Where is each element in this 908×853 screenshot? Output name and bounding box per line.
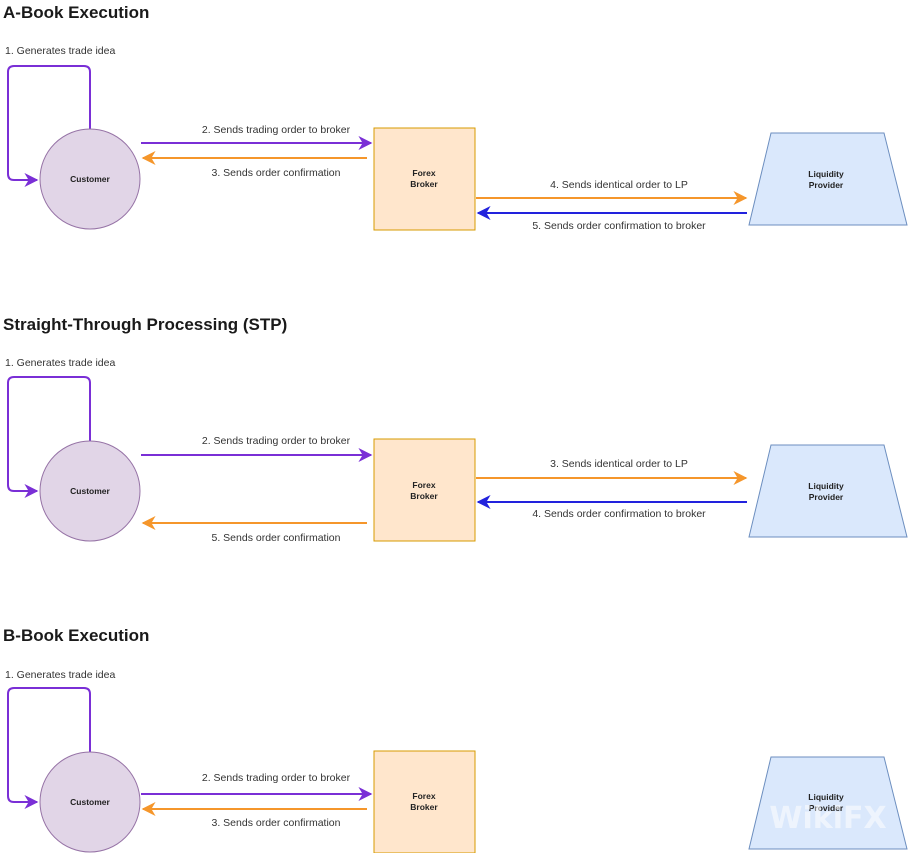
section-title: A-Book Execution [3, 3, 149, 22]
order-to-broker-label: 2. Sends trading order to broker [202, 772, 351, 784]
customer-node [39, 751, 141, 853]
section-title: B-Book Execution [3, 626, 149, 645]
section-title: Straight-Through Processing (STP) [3, 315, 287, 334]
order-to-broker-label: 2. Sends trading order to broker [202, 124, 351, 136]
broker-label-line2: Broker [410, 179, 438, 189]
loop-label: 1. Generates trade idea [5, 669, 115, 681]
loop-label: 1. Generates trade idea [5, 45, 115, 57]
liquidity-provider-node [748, 444, 908, 538]
confirmation-to-customer-label: 3. Sends order confirmation [212, 167, 341, 179]
section-stp: Straight-Through Processing (STP) 1. Gen… [3, 315, 908, 544]
lp-label-line2: Provider [809, 492, 844, 502]
lp-label-line1: Liquidity [808, 481, 844, 491]
confirmation-to-customer-label: 3. Sends order confirmation [212, 817, 341, 829]
lp-confirmation-label: 5. Sends order confirmation to broker [532, 220, 706, 232]
customer-label: Customer [70, 797, 110, 807]
broker-node [373, 438, 476, 542]
loop-arrow [7, 687, 91, 809]
liquidity-provider-node [748, 756, 908, 850]
loop-label: 1. Generates trade idea [5, 357, 115, 369]
broker-label-line1: Forex [412, 168, 435, 178]
order-to-broker-label: 2. Sends trading order to broker [202, 435, 351, 447]
broker-label-line2: Broker [410, 491, 438, 501]
loop-arrow [7, 65, 91, 187]
section-a-book: A-Book Execution 1. Generates trade idea… [3, 3, 908, 232]
broker-label-line2: Broker [410, 802, 438, 812]
broker-node [373, 127, 476, 231]
confirmation-to-customer-label: 5. Sends order confirmation [212, 532, 341, 544]
lp-confirmation-label: 4. Sends order confirmation to broker [532, 508, 706, 520]
loop-arrow [7, 376, 91, 498]
order-to-lp-label: 4. Sends identical order to LP [550, 179, 688, 191]
lp-label-line2: Provider [809, 803, 844, 813]
order-to-lp-label: 3. Sends identical order to LP [550, 458, 688, 470]
lp-label-line1: Liquidity [808, 792, 844, 802]
liquidity-provider-node [748, 132, 908, 226]
customer-node [39, 440, 141, 542]
broker-label-line1: Forex [412, 480, 435, 490]
lp-label-line1: Liquidity [808, 169, 844, 179]
customer-label: Customer [70, 174, 110, 184]
broker-label-line1: Forex [412, 791, 435, 801]
watermark-logo: WikiFX [769, 801, 886, 836]
customer-node [39, 128, 141, 230]
lp-label-line2: Provider [809, 180, 844, 190]
section-b-book: B-Book Execution 1. Generates trade idea… [3, 626, 908, 853]
customer-label: Customer [70, 486, 110, 496]
broker-node [373, 750, 476, 853]
